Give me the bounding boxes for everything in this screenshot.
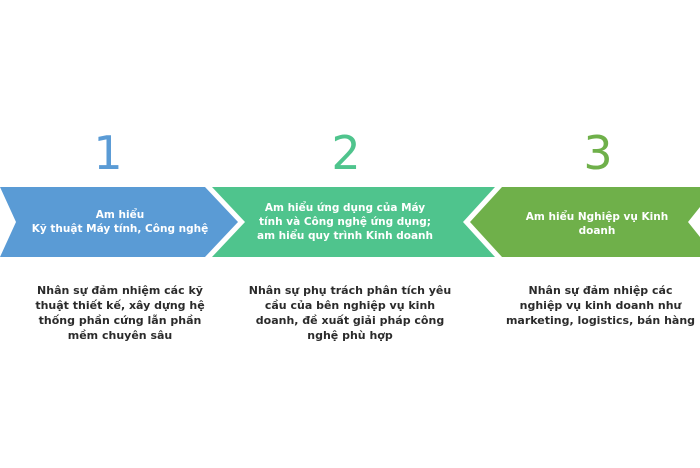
step-2-arrow	[212, 187, 495, 257]
step-3-title: Am hiểu Nghiệp vụ Kinh doanh	[525, 211, 669, 237]
step-2-title: Am hiểu ứng dụng của Máy tính và Công ng…	[256, 202, 433, 242]
step-3-number: 3	[583, 126, 613, 180]
step-1-number: 1	[93, 126, 123, 180]
step-2-number: 2	[331, 126, 361, 180]
step-1-arrow	[0, 187, 238, 257]
step-3-arrow	[470, 187, 700, 257]
step-3-description: Nhân sự đảm nhiệp các nghiệp vụ kinh doa…	[505, 284, 696, 327]
step-1-title: Am hiểu Kỹ thuật Máy tính, Công nghệ	[31, 209, 209, 235]
step-2-description: Nhân sự phụ trách phân tích yêu cầu của …	[248, 284, 452, 342]
step-1-description: Nhân sự đảm nhiệm các kỹ thuật thiết kế,…	[35, 284, 205, 342]
